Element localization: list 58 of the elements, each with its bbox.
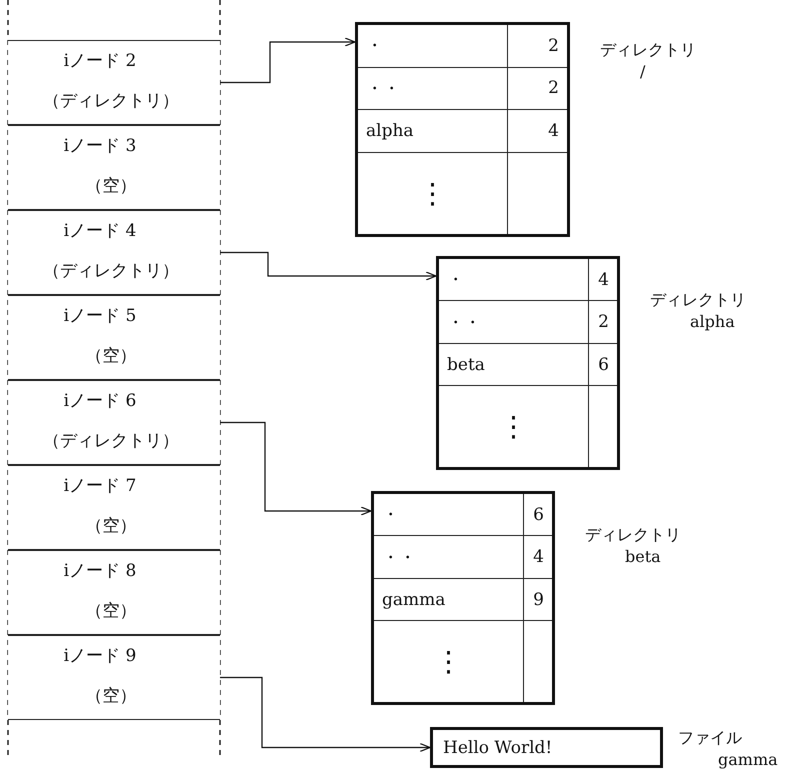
inode-cell xyxy=(8,40,220,125)
inode-cell xyxy=(8,380,220,465)
directory-table xyxy=(355,22,570,237)
entry-name: ・・ xyxy=(447,312,481,334)
node-name: beta xyxy=(625,547,661,566)
inode-number: iノード 7 xyxy=(64,475,136,497)
directory-table xyxy=(436,256,620,470)
inode-number: iノード 9 xyxy=(64,645,136,667)
entry-name: ・ xyxy=(366,35,383,58)
inode-status: （ディレクトリ） xyxy=(43,90,179,112)
inode-cell xyxy=(8,550,220,635)
inode-status: （ディレクトリ） xyxy=(43,430,179,452)
entry-name: ・ xyxy=(382,504,399,526)
inode-number: 4 xyxy=(533,547,544,568)
inode-cell xyxy=(8,635,220,720)
inode-number: iノード 4 xyxy=(64,220,136,242)
directory-table xyxy=(371,491,555,705)
inode-number: 9 xyxy=(533,590,544,610)
arrow xyxy=(220,37,356,84)
entry-name: ・ xyxy=(447,269,464,292)
inode-number: 4 xyxy=(598,270,609,290)
inode-number: iノード 6 xyxy=(64,390,136,412)
entry-name: ・・ xyxy=(366,78,400,100)
arrow xyxy=(220,422,372,516)
inode-number: 6 xyxy=(598,354,609,375)
inode-status: （空） xyxy=(86,345,136,367)
inode-status: （空） xyxy=(86,600,136,622)
inode-number: 2 xyxy=(598,312,609,332)
node-name: gamma xyxy=(718,750,778,769)
ellipsis-mark: ⋮ xyxy=(434,645,462,678)
inode-status: （空） xyxy=(86,515,136,537)
inode-number: 6 xyxy=(533,504,544,525)
file-box: Hello World! xyxy=(430,727,663,768)
entry-name: gamma xyxy=(382,590,446,610)
node-caption: ファイル xyxy=(678,728,742,749)
inode-status: （ディレクトリ） xyxy=(43,260,179,282)
arrow xyxy=(220,252,437,281)
inode-number: iノード 8 xyxy=(64,560,136,582)
inode-status: （空） xyxy=(86,175,136,197)
inode-number: iノード 2 xyxy=(64,50,136,72)
inode-number: iノード 3 xyxy=(64,135,136,157)
node-name: alpha xyxy=(690,312,735,331)
node-caption: ディレクトリ xyxy=(585,525,681,546)
ellipsis-mark: ⋮ xyxy=(418,176,446,210)
inode-number: 4 xyxy=(548,121,559,142)
node-caption: ディレクトリ xyxy=(600,40,696,61)
inode-number: iノード 5 xyxy=(64,305,136,327)
node-name: / xyxy=(640,62,646,81)
inode-number: 2 xyxy=(548,78,559,98)
inode-cell xyxy=(8,210,220,295)
ellipsis-mark: ⋮ xyxy=(500,410,528,444)
node-caption: ディレクトリ xyxy=(650,290,746,311)
entry-name: beta xyxy=(447,354,485,375)
entry-name: alpha xyxy=(366,121,414,142)
inode-number: 2 xyxy=(548,36,559,56)
inode-status: （空） xyxy=(86,685,136,707)
arrow xyxy=(220,676,431,752)
entry-name: ・・ xyxy=(382,546,416,569)
